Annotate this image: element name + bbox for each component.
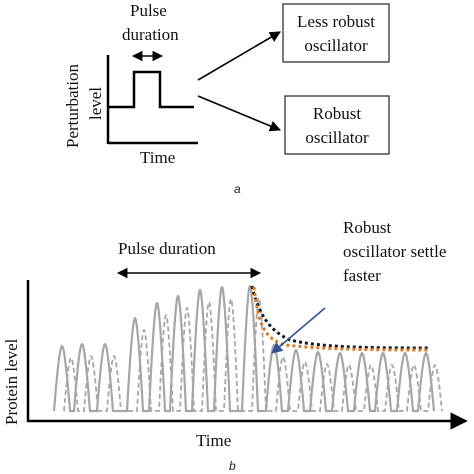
less-robust-line1: Less robust [297,12,375,31]
panel-b: Pulse duration Robust oscillator settle … [2,218,468,473]
panel-letter-a: a [234,182,241,196]
oscillation-dashed-trace [63,297,443,412]
pulse-trace [108,70,194,109]
envelope-less-robust [250,285,431,350]
annotation-line1: Robust [343,218,391,237]
oscillation-solid-trace [52,284,436,413]
pulse-duration-label-b: Pulse duration [118,239,216,258]
less-robust-box [282,3,390,63]
envelope-robust [252,286,431,352]
x-axis-label-a: Time [140,148,175,167]
arrow-to-less-robust [197,31,281,81]
y-axis-label-b: Protein level [2,338,21,425]
y-axis-label-line1: Perturbation [63,63,82,148]
x-axis-label-b: Time [196,431,231,450]
panel-a: Pulse duration Perturbation level Time L… [63,1,390,196]
pulse-label-line1: Pulse [130,1,167,20]
robust-line1: Robust [313,104,361,123]
robust-line2: oscillator [305,128,369,147]
arrow-to-robust [197,95,282,132]
less-robust-line2: oscillator [304,36,368,55]
annotation-line3: faster [343,266,381,285]
robust-box [284,95,390,155]
pulse-label-line2: duration [122,25,179,44]
annotation-pointer-arrow [271,307,326,354]
panel-letter-b: b [229,459,236,473]
y-axis-label-line2: level [86,87,105,120]
annotation-line2: oscillator settle [343,242,446,261]
